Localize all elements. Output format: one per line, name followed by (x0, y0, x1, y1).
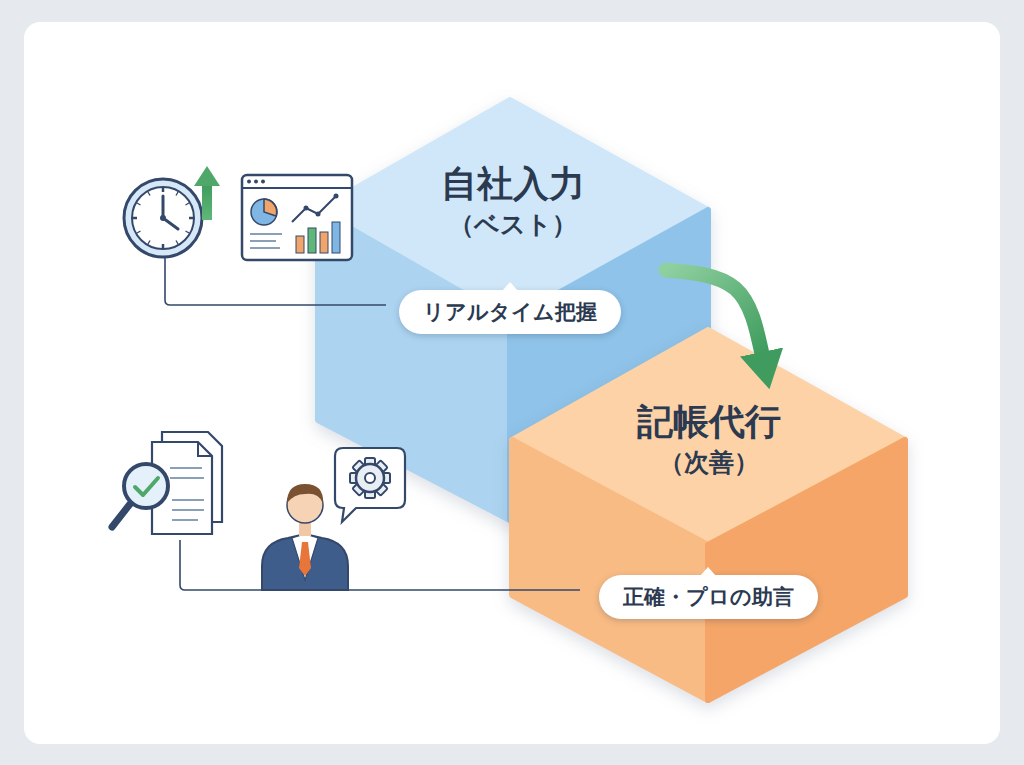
block-title: 自社入力 (318, 162, 708, 205)
clock-tick (148, 241, 150, 244)
cube-label: 自社入力 （ベスト） (318, 162, 708, 242)
cube-block: 記帳代行 （次善） 正確・プロの助言 (512, 330, 905, 700)
clock-tick (176, 192, 178, 195)
clock-tick (189, 217, 193, 220)
clock-tick (186, 203, 189, 205)
cube-label: 記帳代行 （次善） (512, 400, 905, 480)
clock-tick (137, 203, 140, 205)
label-pill: リアルタイム把握 (399, 290, 621, 334)
magnifier-icon (112, 464, 168, 527)
clock-tick (133, 217, 137, 220)
clock-tick (162, 188, 165, 192)
pill-text: リアルタイム把握 (423, 299, 597, 325)
clock-tick (148, 192, 150, 195)
label-pill: 正確・プロの助言 (599, 575, 818, 619)
clock-tick (162, 244, 165, 248)
cube-face (708, 440, 905, 700)
block-subtitle: （次善） (512, 447, 905, 480)
pill-text: 正確・プロの助言 (623, 584, 794, 610)
block-title: 記帳代行 (512, 400, 905, 443)
block-subtitle: （ベスト） (318, 209, 708, 242)
gear-bubble-icon (335, 448, 405, 522)
clock-tick (137, 231, 140, 233)
clock-icon (124, 179, 202, 257)
cube-face (318, 210, 510, 520)
clock-tick (186, 231, 189, 233)
dashboard-icon (242, 175, 352, 260)
growth-arrow (194, 166, 220, 220)
cube-outline (512, 330, 905, 700)
cube-face (512, 440, 708, 700)
clock-tick (176, 241, 178, 244)
